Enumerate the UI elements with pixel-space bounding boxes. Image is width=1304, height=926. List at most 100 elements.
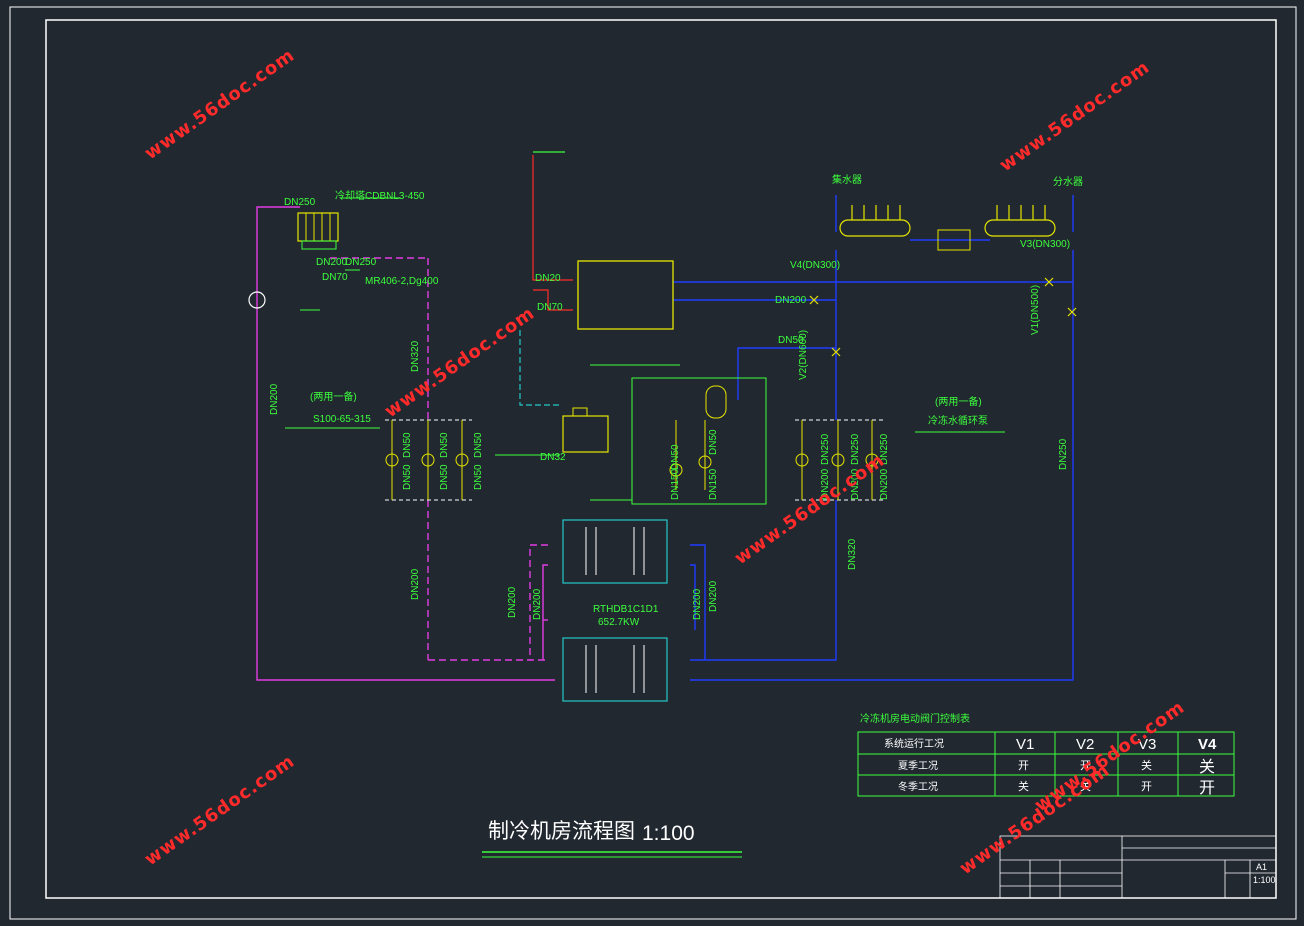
cooling-tower [297,212,339,250]
label-ct-dn250: DN250 [345,257,377,268]
drawing-title-block: 制冷机房流程图 1:100 [482,819,742,858]
label-tank-dn70: DN70 [537,302,563,313]
label-pumpL-1: DN50 [402,432,413,458]
softener-cap [572,407,588,417]
label-ct-pipe: DN250 [284,197,316,208]
expansion-tank [577,260,674,330]
watermark-2: www.56doc.com [996,57,1154,176]
pressure-vessel [705,385,727,419]
drawing-title: 制冷机房流程图 [488,819,635,843]
valve-control-table: 冷冻机房电动阀门控制表 系统运行工况 V1 V2 V3 V4 夏季工况 开 开 … [857,712,1235,797]
label-chilled-group: (两用一备) [935,395,982,408]
makeup-pump-group [669,420,712,490]
leader-lines [285,197,1005,501]
td-summer-v4: 关 [1199,757,1215,776]
chilled-pump-group [795,419,885,501]
label-dn320-mid: DN320 [847,538,858,570]
label-chiller-dn200-b: DN200 [507,586,518,618]
th-v3: V3 [1138,736,1156,753]
label-distributor: 分水器 [1053,176,1083,188]
label-v1: V1(DN500) [1030,285,1041,335]
label-pumpR-2: DN250 [850,433,861,465]
label-pumpL-6: DN50 [473,464,484,490]
water-collector [839,205,911,237]
th-v1: V1 [1016,736,1034,753]
label-softener-dn32: DN32 [540,452,566,463]
label-pumpR-3: DN250 [879,433,890,465]
label-collector: 集水器 [832,173,862,186]
chiller-lower [562,637,668,702]
table-title: 冷冻机房电动阀门控制表 [860,712,970,725]
th-v2: V2 [1076,736,1094,753]
label-cooling-pump-group: (两用一备) [310,390,357,403]
label-pumpM-3: DN150 [708,468,719,500]
label-chiller-dn200-c: DN200 [532,588,543,620]
label-dn50: DN50 [778,335,804,346]
sheet-scale: 1:100 [1253,875,1276,885]
watermark-1: www.56doc.com [141,45,299,164]
label-pumpR-5: DN200 [850,468,861,500]
td-summer: 夏季工况 [898,760,938,772]
watermark-5: www.56doc.com [141,751,299,870]
outer-frame [9,6,1297,920]
label-pumpM-2: DN150 [670,468,681,500]
cooling-pump-group [385,419,472,501]
td-winter-v4: 开 [1199,778,1215,797]
label-v4: V4(DN300) [790,260,840,271]
pressure-unit-frame [631,377,767,505]
flow-meter-icon [248,291,266,309]
label-chilled-pump: 冷冻水循环泵 [928,414,988,427]
td-winter-v2: 关 [1080,779,1091,793]
label-pumpL-2: DN50 [402,464,413,490]
water-distributor [984,205,1056,237]
label-pumpL-4: DN50 [439,464,450,490]
label-pumpM-4: DN50 [708,429,719,455]
label-ct-model: 冷却塔CDBNL3-450 [335,189,425,202]
label-chiller-dn200-e: DN200 [708,580,719,612]
label-pumpL-5: DN50 [473,432,484,458]
th-condition: 系统运行工况 [884,737,944,750]
label-tank-dn20: DN20 [535,273,561,284]
label-dn250-right: DN250 [1058,438,1069,470]
td-summer-v2: 开 [1080,759,1091,772]
label-cooling-pump-model: S100-65-315 [313,414,371,425]
chilled-water-pipes [673,195,1074,681]
chiller-upper [562,519,668,584]
label-ct-dn70: DN70 [322,272,348,283]
label-ct-valve: MR406-2,Dg400 [365,276,439,287]
label-v2: V2(DN600) [798,330,809,380]
label-chiller-dn200-d: DN200 [692,588,703,620]
label-chiller-capacity: 652.7KW [598,617,640,628]
td-summer-v3: 关 [1141,758,1152,772]
label-pumpL-3: DN50 [439,432,450,458]
label-cooling-dn320: DN320 [410,340,421,372]
label-cooling-dn200: DN200 [269,383,280,415]
water-softener [562,415,609,453]
pipe-labels: DN250 冷却塔CDBNL3-450 DN200 DN250 DN70 MR4… [269,173,1083,628]
watermark-3: www.56doc.com [381,303,539,422]
inner-frame [45,19,1277,899]
label-dn200-h: DN200 [775,295,807,306]
label-chiller-model: RTHDB1C1D1 [593,604,659,615]
label-chiller-dn200-a: DN200 [410,568,421,600]
label-pumpR-4: DN200 [820,468,831,500]
td-summer-v1: 开 [1018,759,1029,772]
bypass-valve [937,229,971,251]
td-winter-v3: 开 [1141,780,1152,793]
watermark-4: www.56doc.com [731,450,889,569]
th-v4: V4 [1198,736,1217,753]
drawing-scale: 1:100 [642,822,695,845]
label-pumpM-1: DN50 [670,444,681,470]
label-v3: V3(DN300) [1020,239,1070,250]
td-winter: 冬季工况 [898,780,938,793]
label-pumpR-1: DN250 [820,433,831,465]
makeup-water-pipes [519,151,573,406]
label-pumpR-6: DN200 [879,468,890,500]
label-ct-dn200: DN200 [316,257,348,268]
sheet-size: A1 [1256,862,1267,872]
sheet-title-block [999,835,1277,899]
valve-icons [809,277,1077,357]
td-winter-v1: 关 [1018,779,1029,793]
cooling-water-pipes [256,206,555,681]
